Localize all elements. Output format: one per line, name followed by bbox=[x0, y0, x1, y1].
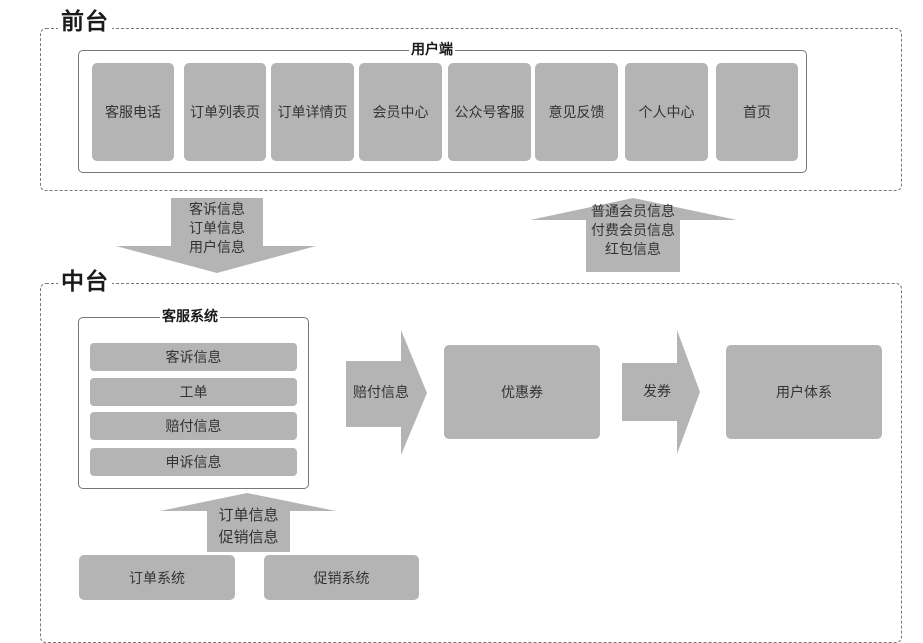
bottom-arrow-label: 订单信息 促销信息 bbox=[207, 504, 290, 548]
middle-title: 中台 bbox=[58, 268, 112, 296]
down-arrow-line: 客诉信息 bbox=[189, 202, 245, 218]
issue-coupon-arrow-shape bbox=[622, 330, 700, 454]
down-arrow-shape bbox=[116, 198, 316, 273]
tile-customer-service-phone[interactable]: 客服电话 bbox=[92, 63, 174, 161]
order-system-block[interactable]: 订单系统 bbox=[79, 555, 235, 600]
up-arrow-label: 普通会员信息 付费会员信息 红包信息 bbox=[578, 203, 688, 260]
arrow-layer bbox=[116, 198, 737, 552]
bottom-arrow-line: 订单信息 bbox=[218, 506, 279, 524]
tile-home[interactable]: 首页 bbox=[716, 63, 798, 161]
down-arrow-line: 订单信息 bbox=[189, 221, 245, 237]
tile-order-list-page[interactable]: 订单列表页 bbox=[184, 63, 266, 161]
user-end-label: 用户端 bbox=[409, 42, 455, 58]
front-title: 前台 bbox=[58, 8, 112, 36]
up-arrow-shape bbox=[530, 198, 737, 272]
promo-system-block[interactable]: 促销系统 bbox=[264, 555, 419, 600]
tile-order-detail-page[interactable]: 订单详情页 bbox=[271, 63, 354, 161]
tile-official-account-service[interactable]: 公众号客服 bbox=[448, 63, 531, 161]
coupon-block[interactable]: 优惠券 bbox=[444, 345, 600, 439]
up-arrow-line: 红包信息 bbox=[605, 242, 661, 258]
front-section bbox=[40, 28, 902, 191]
compensation-arrow-shape bbox=[346, 330, 427, 455]
issue-coupon-arrow-label: 发券 bbox=[643, 384, 671, 400]
bottom-arrow-line: 促销信息 bbox=[218, 528, 279, 546]
tile-member-center[interactable]: 会员中心 bbox=[359, 63, 442, 161]
bottom-up-arrow-shape bbox=[160, 493, 336, 552]
cs-system-label: 客服系统 bbox=[160, 309, 220, 325]
tile-feedback[interactable]: 意见反馈 bbox=[535, 63, 618, 161]
cs-item-work-order[interactable]: 工单 bbox=[90, 378, 297, 406]
compensation-arrow-label: 赔付信息 bbox=[353, 385, 409, 401]
down-arrow-label: 客诉信息 订单信息 用户信息 bbox=[171, 201, 263, 258]
down-arrow-line: 用户信息 bbox=[189, 240, 245, 256]
up-arrow-line: 普通会员信息 bbox=[591, 204, 675, 220]
cs-item-complaint[interactable]: 客诉信息 bbox=[90, 343, 297, 371]
user-system-block[interactable]: 用户体系 bbox=[726, 345, 882, 439]
cs-item-appeal[interactable]: 申诉信息 bbox=[90, 448, 297, 476]
tile-personal-center[interactable]: 个人中心 bbox=[625, 63, 708, 161]
cs-item-compensation[interactable]: 赔付信息 bbox=[90, 412, 297, 440]
up-arrow-line: 付费会员信息 bbox=[591, 223, 675, 239]
